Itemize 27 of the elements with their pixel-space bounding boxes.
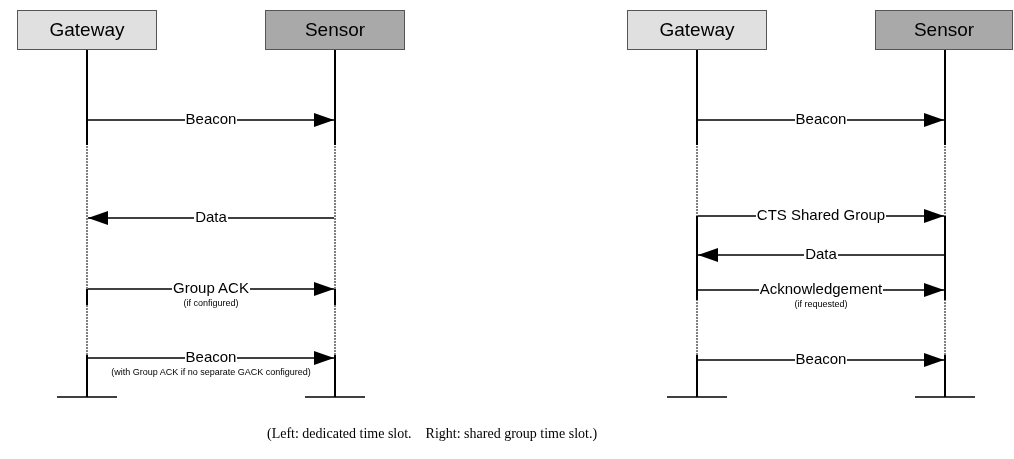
participant-name: Sensor (304, 19, 366, 41)
caption: (Left: dedicated time slot. Right: shared group time slot.) (267, 426, 598, 442)
message-arrow (87, 211, 335, 225)
lifeline-header-box (265, 10, 405, 50)
message-arrow (697, 248, 945, 262)
message-label: Beacon (794, 111, 848, 127)
lifeline-header-box (875, 10, 1013, 50)
lifeline-header-box (627, 10, 767, 50)
participant-name: Sensor (913, 19, 975, 41)
participant-name: Gateway (659, 19, 735, 41)
message-note: (with Group ACK if no separate GACK configured) (111, 367, 311, 377)
participant-name: Gateway (49, 19, 125, 41)
message-label: Beacon (794, 351, 848, 367)
lifeline (696, 50, 698, 397)
lifeline-header-box (17, 10, 157, 50)
message-label: Beacon (184, 349, 238, 365)
message-label: Data (804, 246, 838, 262)
message-label: Data (194, 209, 228, 225)
message-note: (if requested) (794, 299, 848, 309)
message-label: CTS Shared Group (755, 207, 887, 223)
message-note: (if configured) (183, 298, 239, 308)
lifeline (334, 50, 336, 397)
lifeline (944, 50, 946, 397)
lifeline (86, 50, 88, 397)
message-label: Acknowledgement (758, 281, 884, 297)
message-label: Beacon (184, 111, 238, 127)
message-label: Group ACK (172, 280, 250, 296)
